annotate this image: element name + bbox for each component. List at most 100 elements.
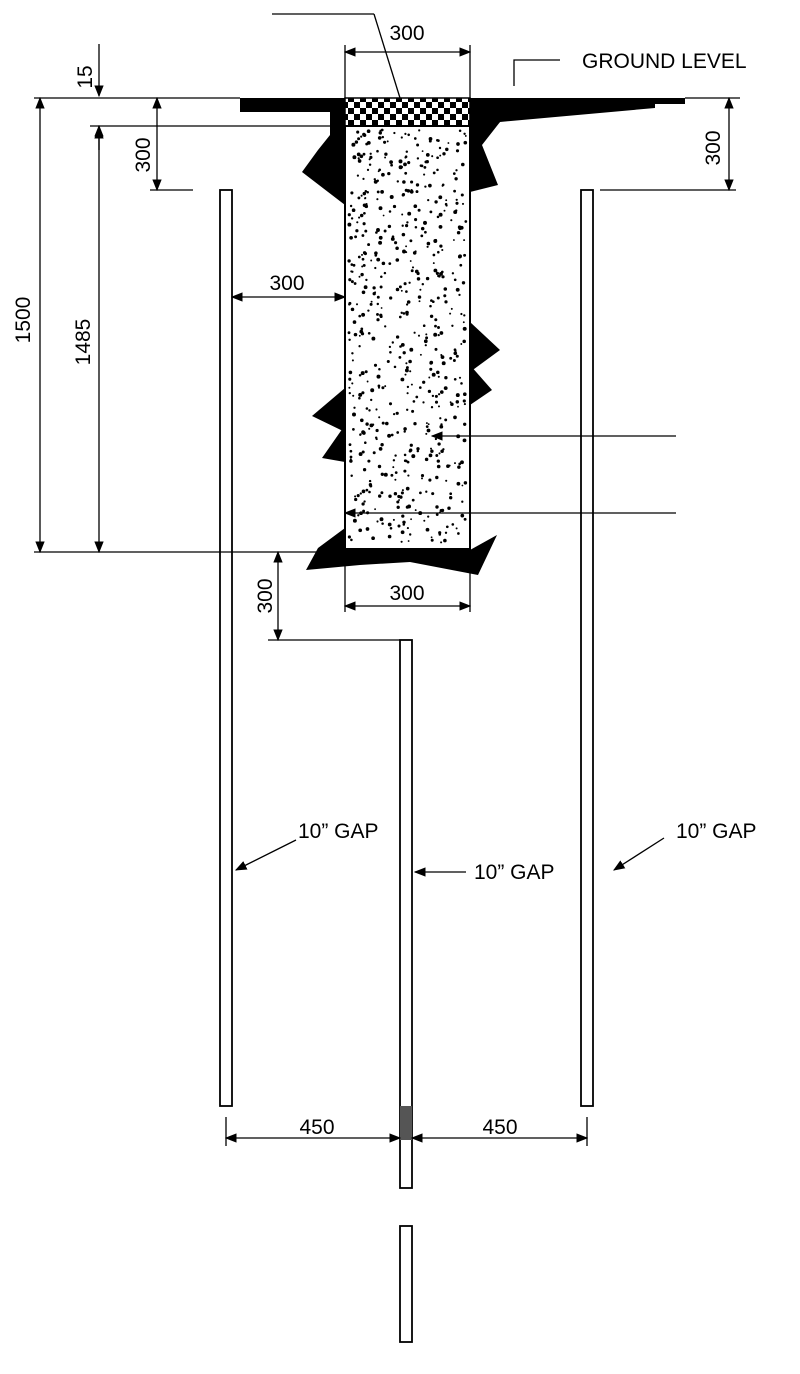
aggregate-dot [402,351,406,355]
aggregate-dot [372,286,376,290]
aggregate-dot [412,400,416,403]
aggregate-dot [404,132,407,135]
aggregate-dot [361,430,365,435]
aggregate-dot [362,468,367,472]
aggregate-dot [367,243,371,247]
aggregate-dot [375,408,378,411]
aggregate-dot [401,514,405,518]
aggregate-dot [434,347,438,351]
aggregate-dot [463,314,466,317]
aggregate-dot [455,201,459,205]
aggregate-dot [460,312,463,316]
aggregate-dot [414,250,417,253]
aggregate-dot [353,406,356,409]
aggregate-dot [354,497,358,502]
aggregate-dot [440,541,443,544]
aggregate-dot [429,304,432,308]
dim-1500: 1500 [12,297,35,344]
aggregate-dot [350,191,354,195]
aggregate-dot [361,313,364,315]
aggregate-dot [450,402,454,407]
aggregate-dot [375,231,378,234]
aggregate-dot [367,459,371,463]
aggregate-dot [419,288,422,291]
aggregate-dot [354,140,359,144]
aggregate-dot [455,354,459,358]
aggregate-dot [395,411,399,415]
aggregate-dot [445,525,449,529]
gap-label-left: 10” GAP [298,820,379,843]
aggregate-dot [406,392,409,395]
aggregate-dot [378,131,383,135]
aggregate-dot [387,171,391,176]
aggregate-dot [355,303,359,306]
aggregate-dot [462,399,466,403]
aggregate-dot [441,361,446,366]
aggregate-dot [400,311,403,314]
aggregate-dot [444,300,448,304]
aggregate-dot [416,447,420,451]
aggregate-dot [376,520,379,523]
center-wall-marker [400,1106,412,1140]
aggregate-dot [388,262,392,265]
aggregate-dot [389,160,393,164]
aggregate-dot [367,309,370,312]
aggregate-dot [431,394,435,398]
aggregate-dot [390,473,394,477]
aggregate-dot [402,180,406,184]
aggregate-dot [430,449,434,453]
aggregate-dot [358,275,361,278]
aggregate-dot [423,173,426,176]
aggregate-dot [400,289,403,292]
aggregate-dot [407,540,410,542]
aggregate-dot [348,338,351,342]
aggregate-dot [383,271,387,275]
aggregate-dot [440,508,445,513]
aggregate-dot [438,212,443,217]
aggregate-dot [441,275,445,279]
aggregate-dot [371,423,375,426]
aggregate-dot [392,459,396,462]
aggregate-dot [361,391,365,395]
aggregate-dot [429,361,433,365]
aggregate-dot [420,474,425,478]
aggregate-dot [460,382,463,385]
aggregate-dot [379,285,383,289]
aggregate-dot [427,198,430,202]
aggregate-dot [425,336,429,340]
aggregate-dot [443,209,446,212]
aggregate-dot [456,230,461,235]
aggregate-dot [462,438,467,443]
aggregate-dot [394,454,397,457]
aggregate-dot [418,386,422,389]
dim-450-left: 450 [299,1116,334,1139]
aggregate-dot [398,355,402,359]
aggregate-dot [377,136,382,140]
aggregate-dot [357,159,362,163]
aggregate-dot [460,343,463,345]
aggregate-dot [424,457,429,462]
aggregate-dot [463,517,467,521]
dim-1485: 1485 [72,319,95,366]
aggregate-dot [376,257,381,262]
aggregate-dot [350,280,354,284]
aggregate-dot [402,523,406,526]
aggregate-dot [460,162,465,167]
aggregate-dot [392,204,397,209]
aggregate-dot [350,217,354,220]
aggregate-dot [455,149,460,153]
aggregate-dot [389,195,394,199]
aggregate-dot [463,239,466,242]
aggregate-dot [425,333,428,336]
aggregate-dot [393,492,398,496]
aggregate-dot [381,386,385,390]
aggregate-dot [356,174,359,177]
aggregate-dot [428,478,432,482]
aggregate-dot [452,172,456,175]
aggregate-dot [443,386,448,391]
aggregate-dot [365,278,368,282]
aggregate-dot [378,368,381,371]
aggregate-dot [449,401,452,404]
aggregate-dot [358,373,362,377]
aggregate-dot [449,312,452,315]
